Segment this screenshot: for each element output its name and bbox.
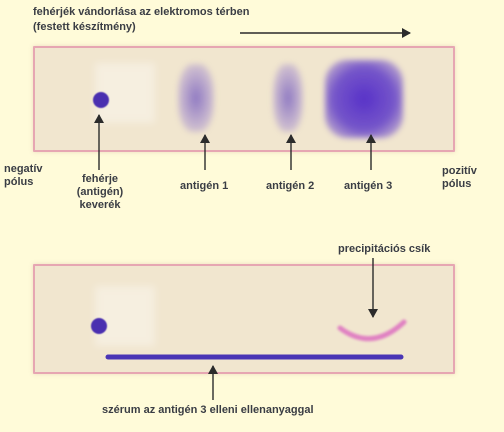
positive-pole-line-2: pólus <box>442 178 472 190</box>
antigen1-band <box>178 64 214 132</box>
mixture-line-2: (antigén) <box>76 186 124 198</box>
positive-pole-line-1: pozitív <box>442 165 477 177</box>
negative-pole-label: negatív pólus <box>4 163 43 189</box>
negative-pole-line-2: pólus <box>4 176 34 188</box>
precipitation-label: precipitációs csík <box>338 243 431 255</box>
mixture-line-3: keverék <box>79 199 121 211</box>
title-line-1: fehérjék vándorlása az elektromos térben <box>33 6 250 18</box>
title-line-2: (festett készítmény) <box>33 21 136 33</box>
negative-pole-line-1: negatív <box>4 163 43 175</box>
mixture-label: fehérje (antigén) keverék <box>70 173 130 212</box>
mixture-line-1: fehérje <box>81 173 119 185</box>
sample-well-top <box>93 92 109 108</box>
gel-smear-bottom <box>95 286 155 346</box>
sample-well-bottom <box>91 318 107 334</box>
antigen3-label: antigén 3 <box>344 180 393 192</box>
antigen1-label: antigén 1 <box>180 180 229 192</box>
serum-label: szérum az antigén 3 elleni ellenanyaggal <box>102 404 314 416</box>
top-gel-strip <box>33 46 455 152</box>
antigen3-band <box>325 60 403 138</box>
antigen2-band <box>273 64 303 132</box>
positive-pole-label: pozitív pólus <box>442 165 477 191</box>
antigen2-label: antigén 2 <box>266 180 315 192</box>
precipitation-arc <box>337 319 407 342</box>
